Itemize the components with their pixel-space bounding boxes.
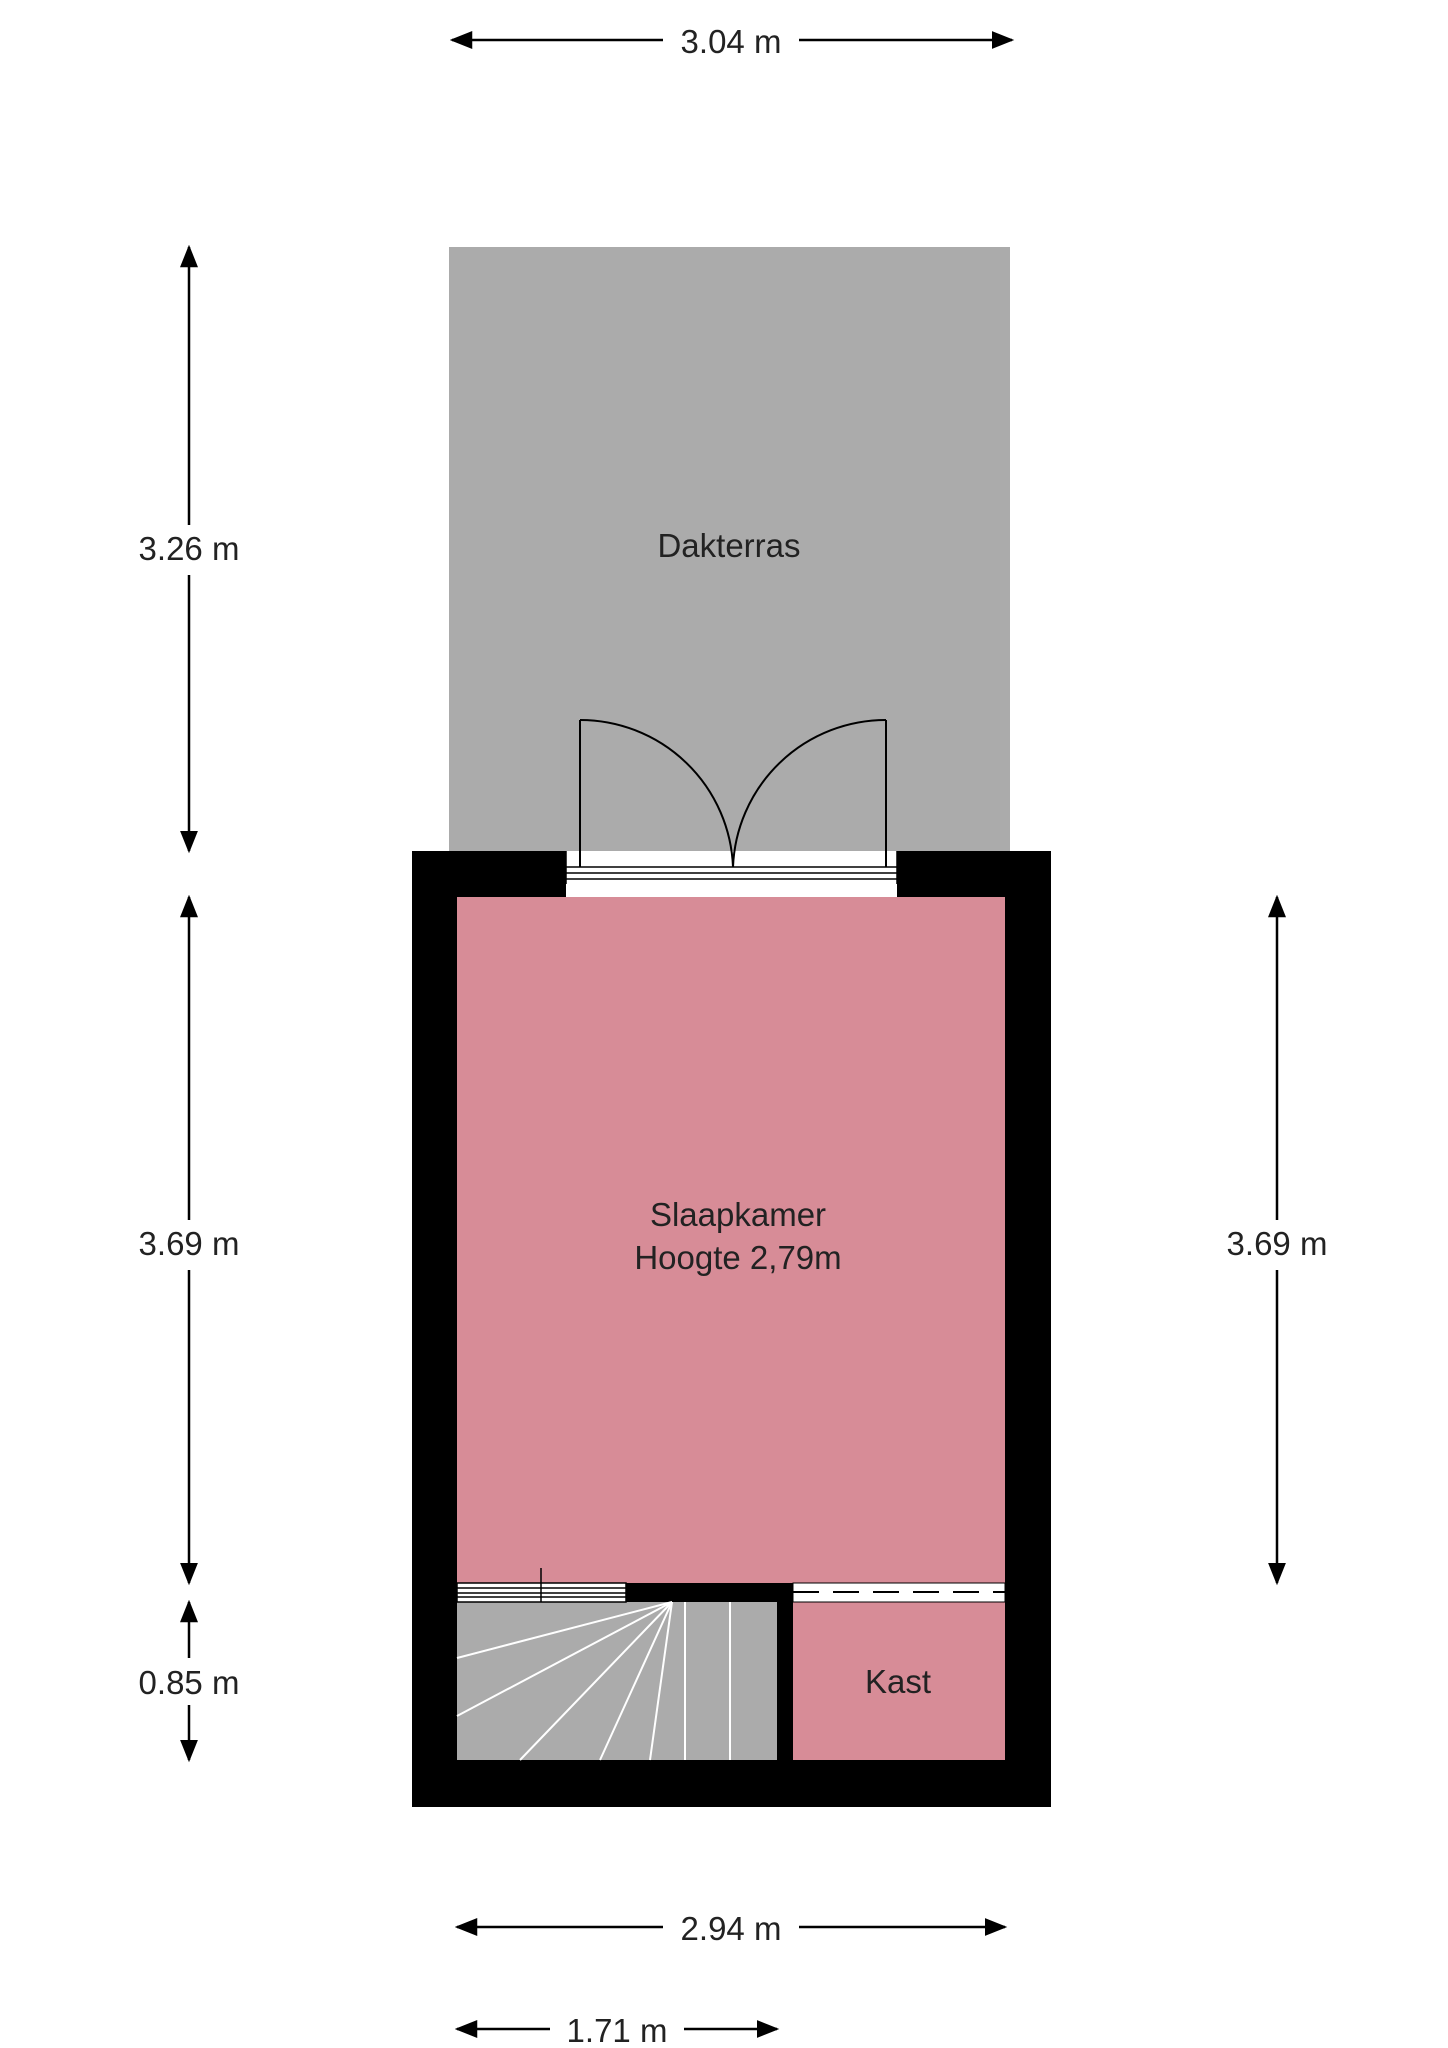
double-door [579,718,887,868]
terrace-area [449,247,1010,853]
dim-bottom-width-label: 2.94 m [681,1910,782,1947]
dim-terrace-label: 3.26 m [139,530,240,567]
dim-bedroom-right-label: 3.69 m [1227,1225,1328,1262]
closet-divider-wall [777,1583,793,1760]
terrace-label: Dakterras [657,527,800,564]
bedroom-label: Slaapkamer [650,1196,826,1233]
dim-bedroom-left-label: 3.69 m [139,1225,240,1262]
stair-steps [456,1601,731,1761]
stair-railing [456,1568,627,1603]
dim-stair-depth-label: 0.85 m [139,1664,240,1701]
stair-wall [626,1583,793,1602]
stair-area [457,1602,777,1760]
bedroom-area [457,897,1005,1583]
dim-stair-width-label: 1.71 m [567,2012,668,2048]
dim-top-width-label: 3.04 m [681,23,782,60]
closet-label: Kast [865,1663,931,1700]
bedroom-height-label: Hoogte 2,79m [634,1239,841,1276]
closet-area [793,1602,1005,1760]
door-threshold [565,851,898,884]
